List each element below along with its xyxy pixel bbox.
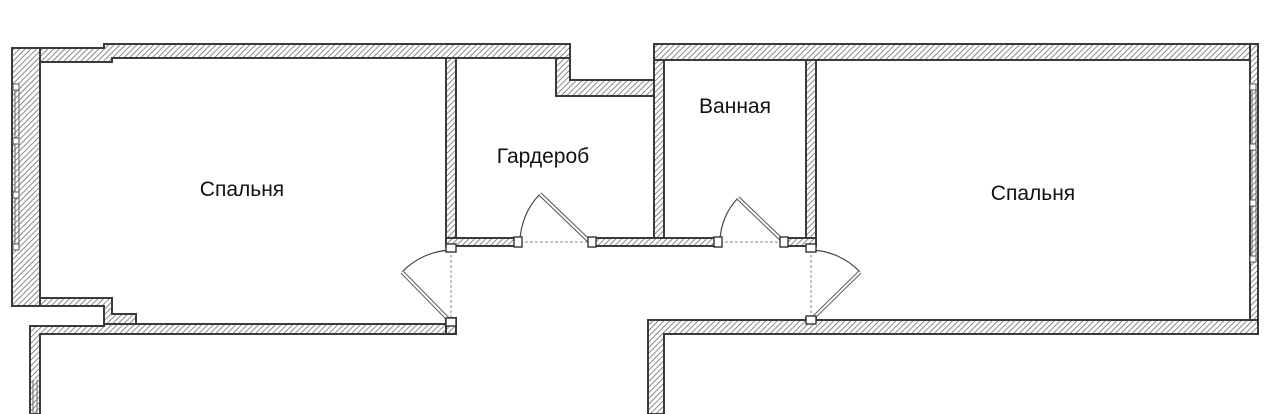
window-left [12, 83, 20, 251]
wall-bottom-left [29, 306, 447, 414]
walls-left-bedroom [11, 43, 571, 414]
wall-partition-1 [445, 57, 457, 247]
walls-middle [445, 43, 817, 333]
wall-corridor-2 [591, 237, 719, 247]
room-label-bedroom-right: Спальня [991, 182, 1075, 205]
door-wardrobe [513, 192, 597, 248]
wall-bottom-right [647, 319, 1259, 414]
room-label-bedroom-left: Спальня [200, 178, 284, 201]
wall-top-right [653, 43, 1259, 61]
door-bathroom [713, 196, 789, 248]
wall-partition-2 [653, 43, 665, 239]
window-bottom-left [32, 380, 38, 414]
wall-top-left [11, 43, 571, 65]
wall-notch [555, 57, 655, 97]
door-right-bedroom [805, 243, 862, 325]
wall-bottom-step [39, 297, 137, 325]
room-label-wardrobe: Гардероб [497, 145, 589, 168]
room-label-bathroom: Ванная [699, 95, 771, 118]
wall-partition-3 [805, 59, 817, 239]
wall-left-exterior [11, 47, 105, 307]
window-right [1249, 83, 1257, 263]
door-left-bedroom [400, 243, 457, 327]
